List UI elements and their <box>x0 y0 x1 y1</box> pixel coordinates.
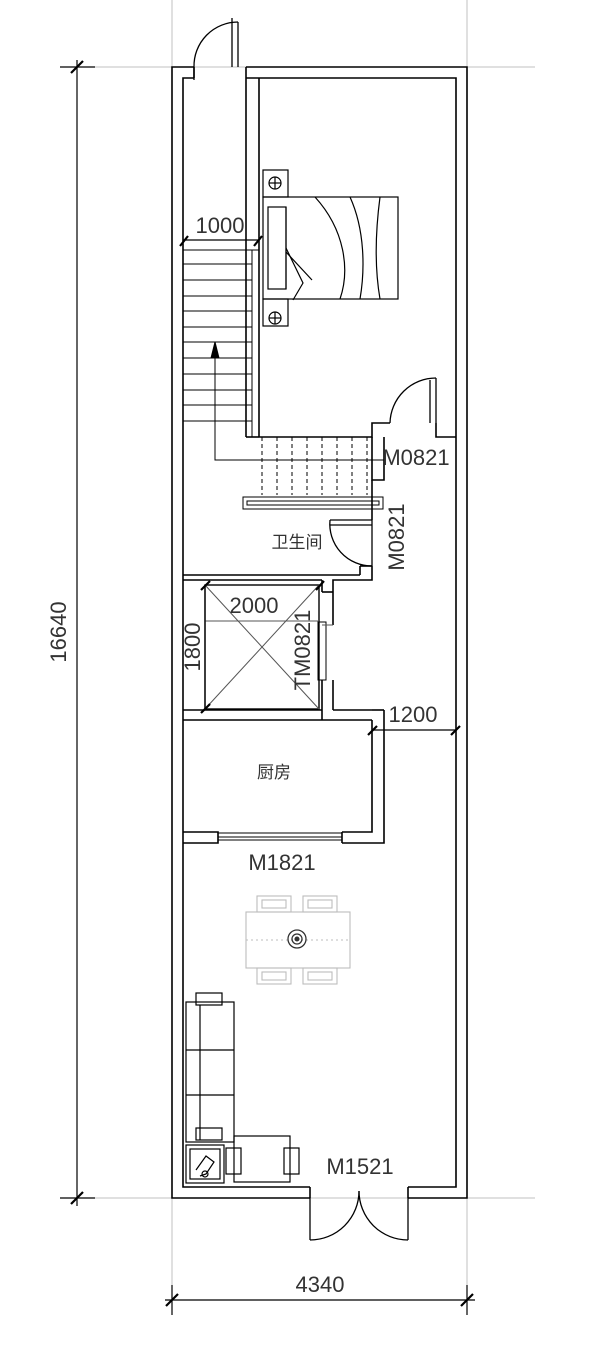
bathroom-door-swing <box>329 519 373 567</box>
overall-width-dim: 4340 <box>296 1272 345 1297</box>
entry-door-label: M1521 <box>326 1154 393 1179</box>
shaft-depth-dim: 1800 <box>180 623 205 672</box>
shaft-door-label: TM0821 <box>290 610 315 691</box>
kitchen-door-label: M1821 <box>248 850 315 875</box>
top-door <box>193 18 239 80</box>
stair-width-dim: 1000 <box>196 213 245 238</box>
staircase <box>183 249 384 510</box>
overall-height-dim: 16640 <box>46 601 71 662</box>
dimension-lines <box>60 60 475 1315</box>
bedroom-door-swing <box>389 377 437 424</box>
bathroom-label: 卫生间 <box>272 533 323 552</box>
bathroom-door-label: M0821 <box>384 503 409 570</box>
shaft-void <box>204 584 333 710</box>
bedroom-door-label: M0821 <box>382 445 449 470</box>
sofa-set <box>185 992 300 1184</box>
shaft-width-dim: 2000 <box>230 593 279 618</box>
entry-door <box>309 1190 409 1241</box>
kitchen-label: 厨房 <box>257 763 291 782</box>
dining-table <box>245 895 351 985</box>
walls <box>171 66 468 1199</box>
corridor-width-dim: 1200 <box>389 702 438 727</box>
bed <box>262 169 399 327</box>
